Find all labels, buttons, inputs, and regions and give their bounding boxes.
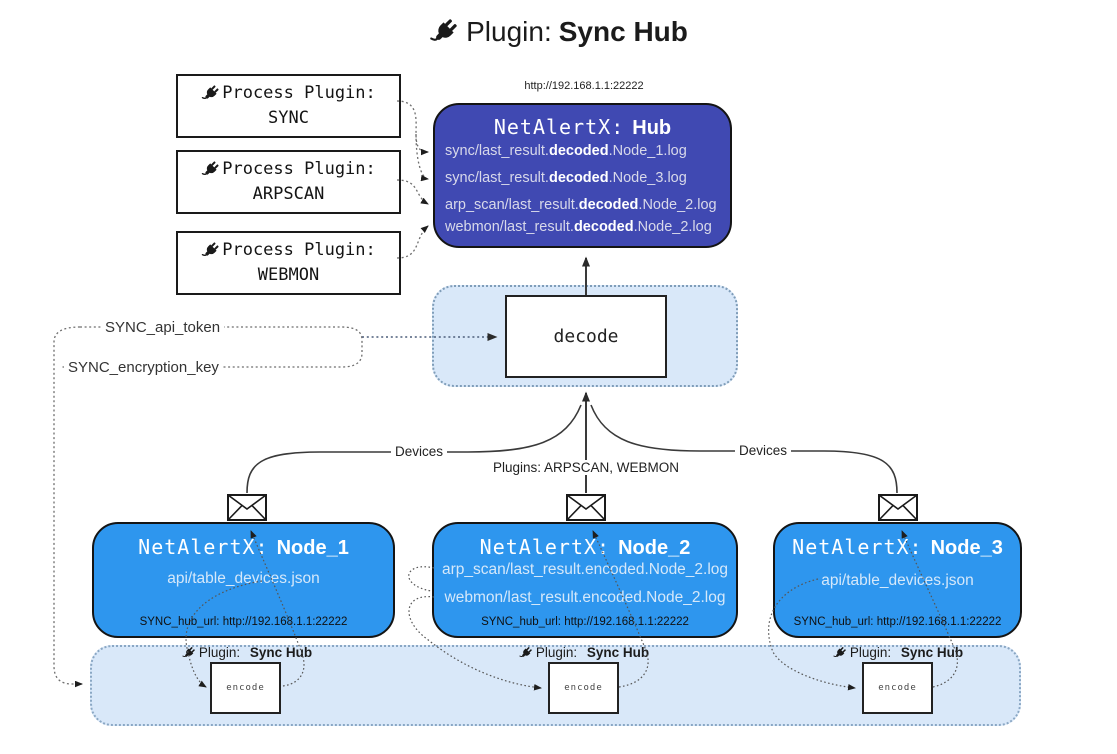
- hub-file: sync/last_result.decoded.Node_3.log: [445, 170, 687, 186]
- decode-label: decode: [553, 326, 619, 347]
- process-plugin-label: Process Plugin:: [222, 83, 376, 104]
- plug-icon: [182, 646, 196, 660]
- edge-secrets-to-encoders: [53, 326, 83, 688]
- hub-box: NetAlertX: Hub sync/last_result.decoded.…: [433, 103, 732, 248]
- process-plugin-name: WEBMON: [257, 265, 320, 285]
- encode-box: encode: [548, 662, 619, 714]
- envelope-icon: [566, 494, 606, 521]
- plug-icon: [201, 241, 220, 260]
- encoder-label: Plugin: Sync Hub: [833, 645, 963, 660]
- plug-icon: [201, 160, 220, 179]
- node-box-node-1: NetAlertX:Node_1 api/table_devices.json …: [92, 522, 395, 638]
- edge-label-devices-right: Devices: [735, 443, 792, 458]
- encode-box: encode: [210, 662, 281, 714]
- node-file: arp_scan/last_result.encoded.Node_2.log: [441, 561, 729, 578]
- process-plugin-label: Process Plugin:: [222, 240, 376, 261]
- hub-file: arp_scan/last_result.decoded.Node_2.log: [445, 197, 717, 213]
- hub-url: http://192.168.1.1:22222: [524, 80, 644, 92]
- title-name: Sync Hub: [558, 16, 688, 47]
- hub-file: sync/last_result.decoded.Node_1.log: [445, 143, 687, 159]
- plug-icon: [519, 646, 533, 660]
- hub-title-prefix: NetAlertX:: [493, 115, 625, 139]
- hub-title-name: Hub: [632, 117, 672, 139]
- title-prefix: Plugin:: [466, 16, 552, 47]
- edge-label-devices-left: Devices: [391, 444, 448, 459]
- diagram-title: Plugin: Sync Hub: [0, 16, 1117, 48]
- node-box-node-3: NetAlertX:Node_3 api/table_devices.json …: [773, 522, 1022, 638]
- encoder-label: Plugin: Sync Hub: [182, 645, 312, 660]
- envelope-icon: [878, 494, 918, 521]
- process-plugin-label: Process Plugin:: [222, 159, 376, 180]
- envelope-icon: [227, 494, 267, 521]
- edge-node2-file1-loop: [408, 566, 435, 592]
- node-file: webmon/last_result.encoded.Node_2.log: [444, 589, 726, 606]
- edge-label-plugins: Plugins: ARPSCAN, WEBMON: [488, 460, 684, 475]
- plug-icon: [833, 646, 847, 660]
- plug-icon: [201, 84, 220, 103]
- node-box-node-2: NetAlertX:Node_2 arp_scan/last_result.en…: [432, 522, 738, 638]
- encoder-label: Plugin: Sync Hub: [519, 645, 649, 660]
- process-plugin-box-arpscan: Process Plugin: ARPSCAN: [176, 150, 401, 214]
- process-plugin-box-webmon: Process Plugin: WEBMON: [176, 231, 401, 295]
- node-hub-url: SYNC_hub_url: http://192.168.1.1:22222: [481, 616, 689, 628]
- edge-sync-to-hub-1: [396, 100, 429, 156]
- process-plugin-name: ARPSCAN: [252, 184, 325, 204]
- hub-file: webmon/last_result.decoded.Node_2.log: [445, 219, 712, 235]
- encode-box: encode: [862, 662, 933, 714]
- plug-icon: [429, 17, 459, 47]
- edge-webmon-to-hub: [396, 225, 429, 259]
- node-file: api/table_devices.json: [821, 572, 974, 589]
- process-plugin-name: SYNC: [268, 108, 309, 128]
- node-hub-url: SYNC_hub_url: http://192.168.1.1:22222: [139, 616, 348, 628]
- process-plugin-box-sync: Process Plugin: SYNC: [176, 74, 401, 138]
- node-title: NetAlertX:Node_1: [138, 535, 349, 559]
- secret-label-encryption-key: SYNC_encryption_key: [64, 359, 223, 376]
- edge-arpscan-to-hub: [396, 179, 429, 205]
- node-title: NetAlertX:Node_3: [792, 535, 1003, 559]
- hub-title: NetAlertX: Hub: [435, 115, 730, 140]
- secret-label-api-token: SYNC_api_token: [101, 319, 225, 336]
- decode-box: decode: [505, 295, 667, 378]
- edge-sync-to-hub-2: [415, 133, 429, 182]
- node-title: NetAlertX:Node_2: [479, 535, 691, 559]
- node-hub-url: SYNC_hub_url: http://192.168.1.1:22222: [793, 616, 1002, 628]
- node-file: api/table_devices.json: [167, 570, 320, 587]
